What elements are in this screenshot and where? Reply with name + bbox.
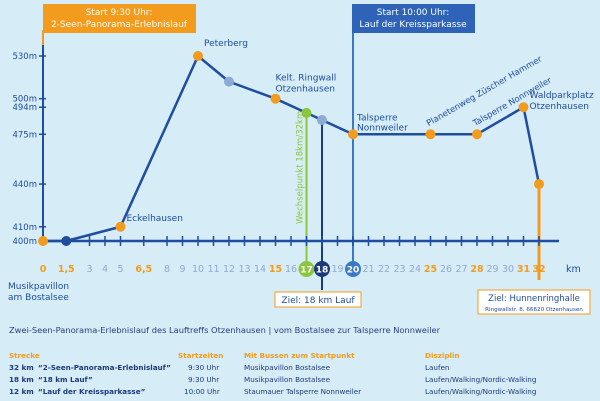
table-row-3-bus: Staumauer Talsperre Nonnweiler (244, 387, 362, 396)
badge-17 (298, 261, 315, 277)
x-tick-label-28: 28 (470, 264, 484, 275)
x-tick-label-27: 27 (455, 264, 467, 275)
label-wechselpunkt: Wechselpunkt 18km/32km (296, 111, 306, 224)
label-peterberg: Peterberg (204, 39, 248, 49)
table-row-2-dist: 18 km (9, 375, 34, 384)
x-tick-label-6,5: 6,5 (135, 264, 152, 275)
data-point-9 (425, 129, 436, 140)
x-tick-label-16: 16 (285, 264, 297, 275)
table-row-2-disc: Laufen/Walking/Nordic-Walking (425, 375, 537, 384)
ziel18-box (274, 291, 362, 308)
badge-20 (345, 261, 361, 277)
start-1000-box (352, 4, 475, 33)
x-tick-label-3: 3 (86, 264, 92, 275)
start-1000-line2: Lauf der Kreissparkasse (359, 20, 467, 30)
y-tick-label-530: 530m (12, 52, 37, 62)
label-waldparkplatz-1: Waldparkplatz (530, 91, 594, 101)
start-1000-line1: Start 10:00 Uhr: (377, 8, 450, 18)
x-tick-label-31: 31 (517, 264, 530, 275)
data-point-12 (534, 179, 544, 190)
x-tick-label-9: 9 (179, 264, 185, 275)
table-row-3-name: “Lauf der Kreissparkasse” (38, 387, 146, 396)
data-point-1 (61, 236, 72, 246)
start-place-line2: am Bostalsee (8, 293, 69, 303)
label-ringwall-1: Kelt. Ringwall (276, 74, 337, 84)
table-row-3-dist: 12 km (9, 387, 34, 396)
badge-label-17: 17 (300, 266, 313, 276)
start-930-box (43, 4, 196, 33)
x-tick-label-25: 25 (424, 264, 437, 275)
data-point-4 (224, 76, 234, 87)
route-caption: Zwei-Seen-Panorama-Erlebnislauf des Lauf… (9, 325, 441, 335)
x-tick-label-15: 15 (269, 264, 282, 275)
y-tick-label-400: 400m (12, 237, 37, 247)
table-row-2-time: 9:30 Uhr (188, 375, 220, 384)
x-tick-label-1,5: 1,5 (58, 264, 75, 275)
label-talsperre-1: Talsperre (356, 113, 398, 123)
x-tick-label-26: 26 (440, 264, 452, 275)
start-place-line1: Musikpavillon (8, 282, 69, 292)
x-tick-label-29: 29 (486, 264, 498, 275)
badge-18 (314, 261, 330, 277)
y-tick-label-500: 500m (12, 95, 37, 105)
badge-label-18: 18 (316, 266, 329, 276)
x-tick-label-21: 21 (362, 264, 374, 275)
x-tick-label-24: 24 (409, 264, 421, 275)
table-row-1-bus: Musikpavillon Bostalsee (244, 363, 330, 372)
table-row-2-bus: Musikpavillon Bostalsee (244, 375, 330, 384)
x-tick-label-8: 8 (164, 264, 170, 275)
start-930-line1: Start 9:30 Uhr: (86, 8, 153, 18)
table-header-startzeiten: Startzeiten (178, 351, 224, 360)
label-eckelhausen: Eckelhausen (127, 214, 183, 224)
x-tick-label-14: 14 (254, 264, 266, 275)
label-ringwall-2: Otzenhausen (276, 85, 335, 95)
ziel-main-line1: Ziel: Hunnenringhalle (488, 294, 580, 304)
table-row-1-dist: 32 km (9, 363, 34, 372)
table-row-3-disc: Laufen/Walking/Nordic-Walking (425, 387, 537, 396)
ziel18-label: Ziel: 18 km Lauf (281, 296, 355, 306)
table-row-1-time: 9:30 Uhr (188, 363, 220, 372)
x-tick-label-32: 32 (532, 264, 545, 275)
x-tick-label-19: 19 (331, 264, 343, 275)
label-talsperre-2: Nonnweiler (357, 123, 408, 133)
x-tick-label-11: 11 (207, 264, 219, 275)
y-tick-label-475: 475m (12, 130, 37, 140)
table-row-3-time: 10:00 Uhr (184, 387, 220, 396)
data-point-5 (270, 93, 281, 104)
start-930-line2: 2-Seen-Panorama-Erlebnislauf (51, 20, 188, 30)
data-point-3 (193, 51, 203, 61)
x-tick-label-12: 12 (223, 264, 235, 275)
y-tick-label-410: 410m (12, 223, 37, 233)
x-tick-label-30: 30 (502, 264, 514, 275)
data-point-0 (38, 236, 48, 246)
table-header-bus: Mit Bussen zum Startpunkt (244, 351, 355, 360)
table-row-1-disc: Laufen (425, 363, 450, 372)
x-tick-label-23: 23 (393, 264, 405, 275)
x-tick-label-22: 22 (378, 264, 390, 275)
data-point-7 (317, 115, 327, 126)
x-tick-label-0: 0 (40, 264, 47, 275)
table-row-2-name: “18 km Lauf” (38, 375, 93, 384)
x-tick-label-5: 5 (117, 264, 123, 275)
data-point-11 (518, 102, 529, 113)
y-tick-label-494: 494m (12, 103, 37, 113)
table-header-strecke: Strecke (9, 351, 40, 360)
x-unit-label: km (566, 264, 581, 275)
ziel-main-box (477, 289, 591, 315)
data-point-8 (348, 129, 358, 140)
x-tick-label-4: 4 (102, 264, 108, 275)
y-tick-label-440: 440m (12, 180, 37, 190)
badge-label-20: 20 (347, 266, 360, 276)
label-waldparkplatz-2: Otzenhausen (530, 102, 589, 112)
data-point-10 (472, 129, 482, 140)
data-point-6 (301, 107, 312, 118)
x-tick-label-10: 10 (192, 264, 204, 275)
data-point-2 (115, 221, 126, 232)
x-tick-label-13: 13 (238, 264, 250, 275)
table-row-1-name: “2-Seen-Panorama-Erlebnislauf” (38, 363, 171, 372)
table-header-disziplin: Disziplin (425, 351, 460, 360)
ziel-main-line2: Ringwallstr. 8, 66620 Otzenhausen (485, 307, 583, 313)
